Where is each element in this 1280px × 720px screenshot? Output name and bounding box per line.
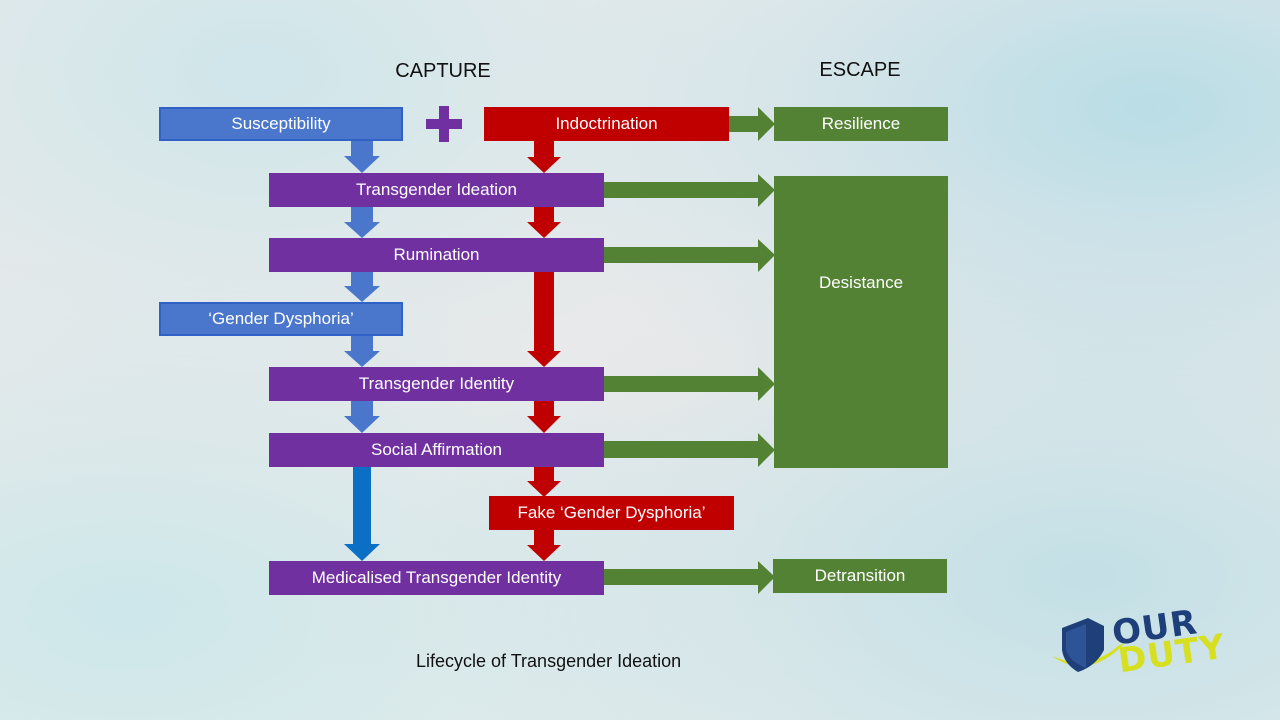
arrow-identity-to-affirmation-red bbox=[527, 401, 561, 433]
arrow-rumination-to-dysphoria bbox=[344, 272, 380, 302]
medicalised-transgender-identity-box: Medicalised Transgender Identity bbox=[269, 561, 604, 595]
arrow-identity-to-affirmation bbox=[344, 401, 380, 433]
desistance-label: Desistance bbox=[818, 273, 904, 292]
diagram-caption: Lifecycle of Transgender Ideation bbox=[416, 651, 682, 671]
our-duty-logo: OUR DUTY bbox=[1048, 602, 1228, 682]
fake-gender-dysphoria-box: Fake ‘Gender Dysphoria’ bbox=[489, 496, 734, 530]
arrow-rumination-to-identity-red bbox=[527, 272, 561, 367]
arrow-indoctrination-to-resilience bbox=[728, 107, 775, 141]
detransition-box: Detransition bbox=[773, 559, 947, 593]
rumination-box: Rumination bbox=[269, 238, 604, 272]
arrow-affirmation-to-fake-dysphoria bbox=[527, 467, 561, 497]
desistance-box: Desistance bbox=[774, 176, 948, 468]
arrow-identity-to-desistance bbox=[604, 367, 775, 401]
gender-dysphoria-box: ‘Gender Dysphoria’ bbox=[159, 302, 403, 336]
transgender-identity-box: Transgender Identity bbox=[269, 367, 604, 401]
escape-heading: ESCAPE bbox=[819, 59, 901, 81]
arrow-ideation-to-rumination bbox=[344, 207, 380, 238]
arrow-ideation-to-desistance bbox=[604, 174, 775, 207]
arrow-susceptibility-to-ideation bbox=[344, 141, 380, 173]
arrow-medicalised-to-detransition bbox=[604, 561, 775, 594]
susceptibility-box: Susceptibility bbox=[159, 107, 403, 141]
resilience-box: Resilience bbox=[774, 107, 948, 141]
arrow-dysphoria-to-identity bbox=[344, 336, 380, 367]
capture-heading: CAPTURE bbox=[395, 60, 491, 82]
transgender-ideation-box: Transgender Ideation bbox=[269, 173, 604, 207]
arrow-affirmation-to-desistance bbox=[604, 433, 775, 467]
plus-icon bbox=[426, 106, 462, 142]
shield-icon bbox=[1052, 618, 1126, 672]
arrow-affirmation-to-medicalised bbox=[344, 467, 380, 561]
social-affirmation-box: Social Affirmation bbox=[269, 433, 604, 467]
arrow-indoctrination-to-ideation bbox=[527, 141, 561, 173]
indoctrination-box: Indoctrination bbox=[484, 107, 729, 141]
arrow-fake-dysphoria-to-medicalised bbox=[527, 530, 561, 561]
arrow-rumination-to-desistance bbox=[604, 239, 775, 272]
arrow-ideation-to-rumination-red bbox=[527, 207, 561, 238]
